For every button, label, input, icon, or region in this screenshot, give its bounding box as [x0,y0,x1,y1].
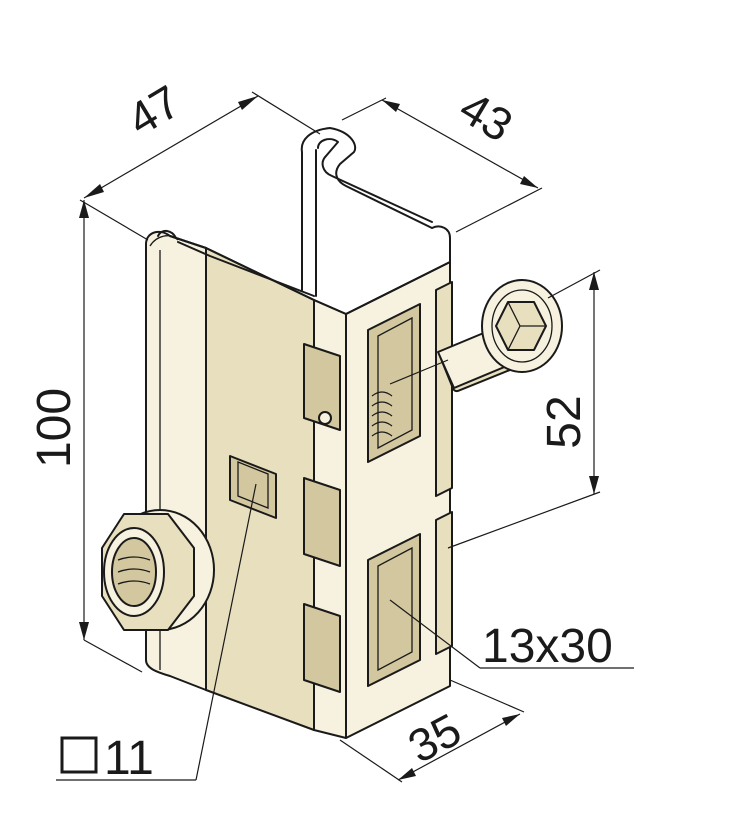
dim-47-label: 47 [118,75,189,146]
dim-11-label: 11 [104,732,154,785]
top-channel [169,127,451,315]
dim-43-label: 43 [451,81,522,152]
dim-100-label: 100 [28,388,81,468]
square-hole [229,455,277,519]
bolt-assembly [437,279,563,393]
spring-coil [371,391,393,437]
square-symbol-icon [60,736,98,774]
lower-slot [367,533,421,687]
dim-35-label: 35 [400,703,470,773]
hinge-knuckles [303,343,341,693]
dimension-labels: 47 43 100 52 13x30 35 11 [28,75,613,785]
bracket-body [145,127,453,739]
dim-52-label: 52 [538,395,591,448]
dim-13x30-label: 13x30 [482,620,613,673]
dimension-lines [56,91,634,783]
hex-nut [101,509,215,631]
